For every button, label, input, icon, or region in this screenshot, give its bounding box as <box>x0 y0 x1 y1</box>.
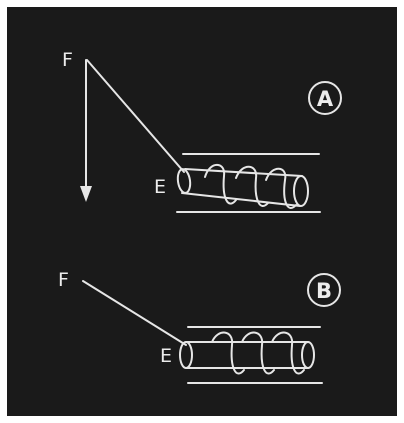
svg-text:A: A <box>317 87 334 111</box>
pull-line-b <box>82 280 187 346</box>
arrow-down-icon <box>80 186 92 202</box>
coil-a <box>176 163 309 209</box>
circle-label-a: A <box>308 81 342 115</box>
label-e-b: E <box>160 345 172 367</box>
svg-text:B: B <box>316 279 332 303</box>
coil-b <box>179 331 315 375</box>
label-e-a: E <box>154 176 166 198</box>
panel-a: F A E <box>62 49 342 213</box>
panel-b: F B E <box>58 269 341 384</box>
circle-label-b: B <box>307 273 341 307</box>
pull-line-a <box>86 59 185 173</box>
label-f-b: F <box>58 269 69 291</box>
label-f-a: F <box>62 49 73 71</box>
